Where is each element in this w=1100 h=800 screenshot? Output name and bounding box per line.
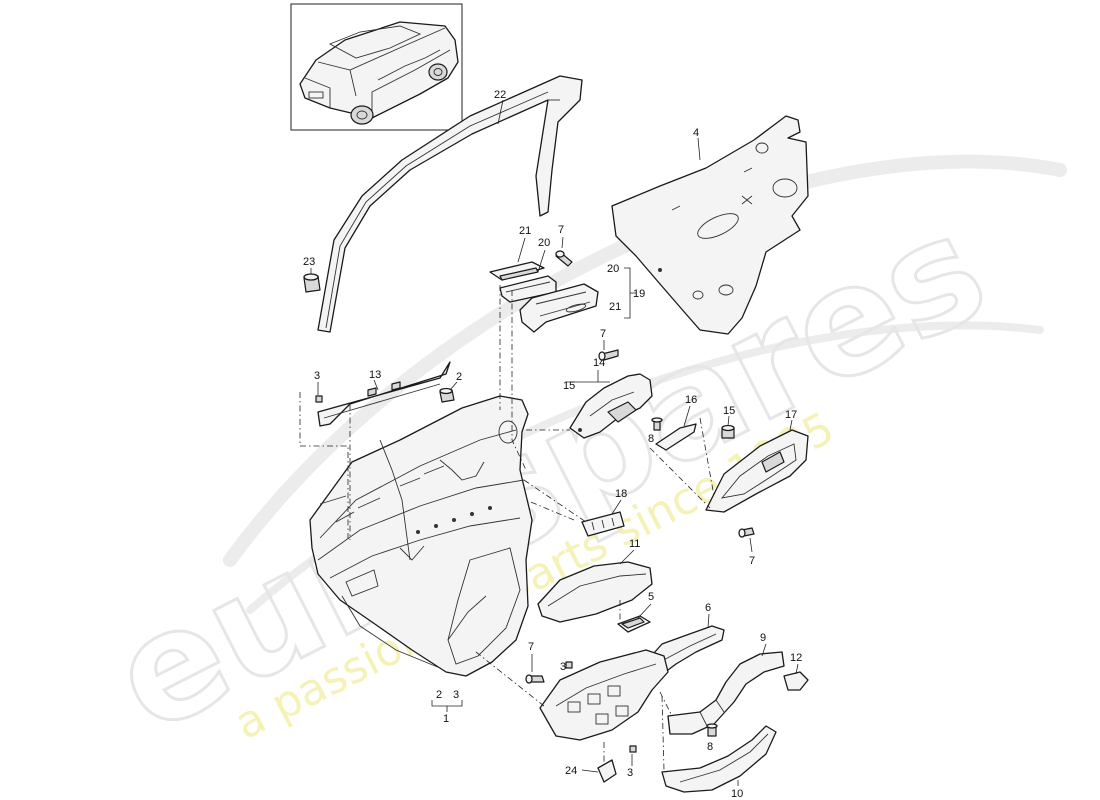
vehicle-inset xyxy=(290,3,463,131)
part-11-armrest-pad xyxy=(537,561,653,623)
callout-10: 10 xyxy=(731,788,743,800)
part-14-handle-housing xyxy=(569,373,653,439)
callout-18: 18 xyxy=(615,488,627,500)
callout-19: 19 xyxy=(633,288,645,300)
part-2-plug xyxy=(439,387,455,403)
callout-24: 24 xyxy=(565,765,577,777)
part-22-window-trim xyxy=(317,75,583,333)
part-7-screw-mid xyxy=(598,349,619,361)
callout-2-plug: 2 xyxy=(456,371,462,383)
part-7-screw-top xyxy=(555,250,573,267)
part-16-cap xyxy=(655,423,697,451)
part-8-screw-a xyxy=(651,417,663,431)
part-8-screw-b xyxy=(706,723,718,737)
watermark-swoosh xyxy=(223,154,1067,567)
part-17-handle-bezel xyxy=(705,429,809,513)
callout-21-top: 21 xyxy=(519,225,531,237)
part-7-screw-right xyxy=(738,527,755,538)
part-4-insulation-panel xyxy=(611,115,809,335)
callout-22: 22 xyxy=(494,89,506,101)
vehicle-illustration xyxy=(299,21,459,125)
callout-7-mid: 7 xyxy=(600,328,606,340)
callout-7-top: 7 xyxy=(558,224,564,236)
callout-3-a: 3 xyxy=(314,370,320,382)
callout-23: 23 xyxy=(303,256,315,268)
part-3-clip-mid xyxy=(565,661,573,669)
callout-17: 17 xyxy=(785,409,797,421)
callout-5: 5 xyxy=(648,591,654,603)
callout-13: 13 xyxy=(369,369,381,381)
callout-15: 15 xyxy=(723,405,735,417)
callout-15-bracket: 15 xyxy=(563,380,575,392)
callout-21-bracket: 21 xyxy=(609,301,621,313)
callout-3-lower: 3 xyxy=(627,767,633,779)
part-13-trim-strip xyxy=(317,361,451,427)
part-9-duct xyxy=(667,651,785,735)
part-24-bracket xyxy=(597,759,617,783)
callout-1: 1 xyxy=(443,713,449,725)
part-10-lower-trim xyxy=(661,725,777,793)
part-21-insert-lid xyxy=(489,261,545,281)
callout-3-mid: 3 xyxy=(560,661,566,673)
part-18-switch xyxy=(581,511,625,537)
callout-16: 16 xyxy=(685,394,697,406)
callout-7-lower: 7 xyxy=(528,641,534,653)
callout-20-top: 20 xyxy=(538,237,550,249)
callout-3-panel: 3 xyxy=(453,689,459,701)
callout-11: 11 xyxy=(629,538,640,550)
callout-9: 9 xyxy=(760,632,766,644)
part-1-door-panel xyxy=(309,395,533,677)
part-3-clip-lower xyxy=(629,745,637,753)
callout-20-bracket: 20 xyxy=(607,263,619,275)
part-3-clip-a xyxy=(315,395,323,403)
callout-4: 4 xyxy=(693,127,699,139)
callout-12: 12 xyxy=(790,652,802,664)
watermark-brand: eurospares xyxy=(87,181,1011,767)
part-15-plug xyxy=(721,424,735,439)
callout-6: 6 xyxy=(705,602,711,614)
callout-2-panel: 2 xyxy=(436,689,442,701)
part-5-switch xyxy=(617,615,651,633)
callout-8-a: 8 xyxy=(648,433,654,445)
part-7-screw-lower xyxy=(525,674,545,684)
callout-7-right: 7 xyxy=(749,555,755,567)
callout-8-b: 8 xyxy=(707,741,713,753)
part-12-end-cap xyxy=(783,671,809,691)
assembly-lines xyxy=(299,285,715,771)
armrest-base-bracket xyxy=(539,649,669,741)
part-23-plug xyxy=(303,273,321,293)
part-19-ashtray-housing xyxy=(519,283,599,333)
